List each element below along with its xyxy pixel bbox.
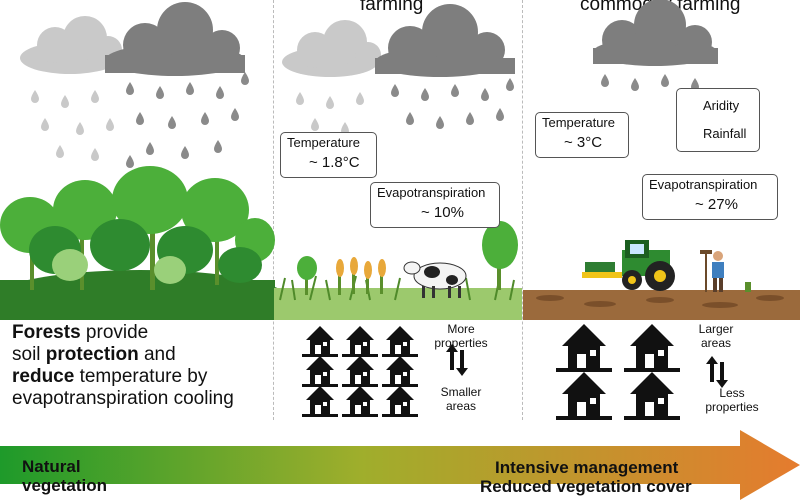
house-icon bbox=[302, 386, 338, 417]
commodity-farm-illustration bbox=[523, 240, 800, 320]
temperature-box-right: Temperature ~ 3°C bbox=[535, 112, 629, 158]
evapotranspiration-value-middle: ~ 10% bbox=[421, 204, 464, 221]
house-icon bbox=[624, 324, 680, 372]
house-icon bbox=[382, 326, 418, 357]
cloud-rain-icon-middle bbox=[282, 4, 515, 135]
statement-line-1: Forests provide bbox=[12, 322, 234, 344]
climate-box-right: Aridity Rainfall bbox=[676, 88, 760, 152]
more-properties-label: More properties bbox=[434, 322, 488, 350]
evapotranspiration-label-middle: Evapotranspiration bbox=[377, 185, 486, 200]
statement-text-5: evapotranspiration cooling bbox=[12, 388, 234, 409]
temperature-value-right: ~ 3°C bbox=[564, 134, 603, 151]
house-icon bbox=[302, 326, 338, 357]
gradient-arrow-bar bbox=[0, 430, 800, 500]
statement-text-1: provide bbox=[80, 322, 149, 343]
divider-left bbox=[273, 0, 274, 420]
temperature-box-middle: Temperature ~ 1.8°C bbox=[280, 132, 377, 178]
temperature-label-right: Temperature bbox=[542, 115, 615, 130]
rainfall-label: Rainfall bbox=[703, 126, 747, 141]
house-icon bbox=[342, 326, 378, 357]
temperature-label-middle: Temperature bbox=[287, 135, 360, 150]
divider-right bbox=[522, 0, 523, 420]
updown-arrows-icon-middle bbox=[446, 344, 468, 376]
property-houses bbox=[302, 324, 728, 420]
bold-protection: protection bbox=[45, 344, 139, 365]
house-icon bbox=[624, 372, 680, 420]
evapotranspiration-box-middle: Evapotranspiration ~ 10% bbox=[370, 182, 500, 228]
scene-illustration bbox=[0, 0, 800, 320]
statement-line-2: soil protection and bbox=[12, 344, 234, 366]
smaller-areas-label: Smaller areas bbox=[440, 385, 482, 413]
house-icon bbox=[382, 356, 418, 387]
forest-illustration bbox=[0, 166, 290, 320]
statement-text-4: temperature by bbox=[74, 366, 208, 387]
statement-line-4: evapotranspiration cooling bbox=[12, 388, 234, 410]
larger-areas-label: Larger areas bbox=[698, 322, 734, 350]
reduced-vegetation-cover-label: Reduced vegetation cover bbox=[480, 477, 692, 496]
evapotranspiration-value-right: ~ 27% bbox=[695, 196, 738, 213]
less-properties-label: Less properties bbox=[705, 386, 759, 414]
house-icon bbox=[556, 324, 612, 372]
farmer-icon bbox=[700, 250, 724, 292]
house-icon bbox=[342, 386, 378, 417]
intensive-management-label: Intensive management bbox=[495, 458, 679, 477]
house-icon bbox=[382, 386, 418, 417]
house-icon bbox=[342, 356, 378, 387]
natural-vegetation-label: Natural vegetation bbox=[22, 457, 108, 495]
temperature-value-middle: ~ 1.8°C bbox=[309, 154, 360, 171]
evapotranspiration-box-right: Evapotranspiration ~ 27% bbox=[642, 174, 778, 220]
cloud-rain-icon-right bbox=[593, 0, 718, 91]
bold-forests: Forests bbox=[12, 322, 81, 343]
pasture-illustration bbox=[274, 221, 522, 320]
statement-text-3: and bbox=[138, 344, 176, 365]
cow-icon bbox=[403, 261, 467, 298]
middle-panel-title: farming bbox=[360, 0, 424, 15]
house-icon bbox=[556, 372, 612, 420]
aridity-label: Aridity bbox=[703, 98, 740, 113]
statement-line-3: reduce temperature by bbox=[12, 366, 234, 388]
tractor-icon bbox=[582, 240, 675, 291]
bold-reduce: reduce bbox=[12, 366, 75, 387]
cloud-rain-icon-left bbox=[20, 2, 249, 183]
updown-arrows-icon-right bbox=[706, 356, 728, 388]
forest-statement: Forests provide soil protection and redu… bbox=[12, 322, 234, 410]
evapotranspiration-label-right: Evapotranspiration bbox=[649, 177, 758, 192]
house-icon bbox=[302, 356, 338, 387]
statement-text-2: soil bbox=[12, 344, 46, 365]
